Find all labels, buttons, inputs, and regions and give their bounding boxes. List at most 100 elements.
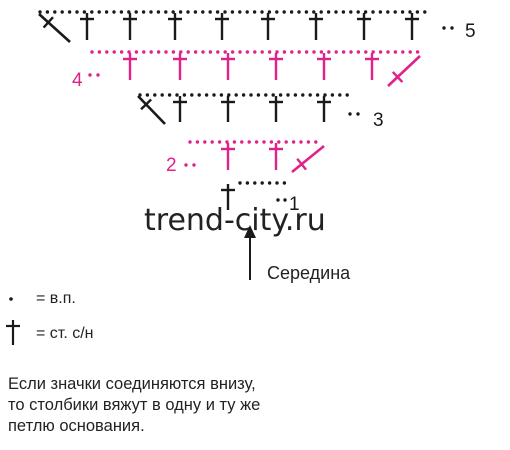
chain-dot <box>223 50 227 54</box>
chain-dot <box>112 10 116 14</box>
chain-dot <box>141 10 146 14</box>
chain-dot <box>297 50 301 54</box>
chain-dot <box>201 10 205 14</box>
chain-dot <box>88 73 92 77</box>
chain-dot <box>334 50 338 54</box>
chain-dot <box>90 10 94 14</box>
chain-dot <box>253 50 257 54</box>
chain-dot <box>175 93 179 97</box>
chain-dot <box>112 50 116 54</box>
chain-dot <box>301 93 305 97</box>
chain-dot <box>323 93 327 97</box>
center-label: Середина <box>267 263 351 283</box>
watermark: trend-city.ru <box>144 203 326 238</box>
double-crochet-icon <box>80 13 94 40</box>
chain-dot <box>378 10 383 14</box>
chain-dot <box>415 10 420 14</box>
chain-dot <box>178 10 183 14</box>
chain-dot <box>423 10 427 14</box>
chain-dot <box>282 181 287 185</box>
chain-dot <box>378 50 383 54</box>
chain-dot <box>349 10 353 14</box>
chain-dot <box>96 73 100 77</box>
chain-dot <box>119 10 124 14</box>
chain-dot <box>271 93 275 97</box>
chain-dot <box>256 93 261 97</box>
chain-dot <box>149 50 153 54</box>
chain-dot <box>97 10 101 14</box>
chain-dot <box>90 50 94 54</box>
row-label-3: 3 <box>373 110 384 131</box>
chain-dot <box>249 93 253 97</box>
chain-dot <box>275 10 279 14</box>
chain-dot <box>308 93 312 97</box>
chain-dot <box>104 10 109 14</box>
chain-dot <box>245 50 250 54</box>
chain-dot <box>264 93 268 97</box>
chain-dot <box>364 50 368 54</box>
chain-dot <box>45 10 50 14</box>
double-crochet-icon <box>221 143 235 170</box>
chain-dot <box>204 93 209 97</box>
chain-dot <box>127 50 131 54</box>
chain-dot <box>232 140 237 144</box>
chain-dot <box>197 93 201 97</box>
chain-dot <box>190 93 194 97</box>
chain-dot <box>319 50 324 54</box>
chain-dot <box>208 50 213 54</box>
chain-dot <box>217 140 222 144</box>
double-crochet-icon <box>269 143 283 170</box>
chain-dot <box>349 50 353 54</box>
chain-dot <box>223 10 227 14</box>
chain-dot <box>142 50 146 54</box>
slanted-double-crochet-icon <box>38 13 71 43</box>
chain-dot <box>184 163 188 167</box>
chain-dot <box>253 181 257 185</box>
chain-dot <box>450 26 454 30</box>
chain-dot <box>267 50 272 54</box>
chain-dot <box>156 10 161 14</box>
chain-dot <box>75 10 79 14</box>
chain-dot <box>60 10 64 14</box>
chain-dot <box>289 10 294 14</box>
chain-dot <box>145 93 150 97</box>
chain-dot <box>219 93 224 97</box>
legend-double-crochet-icon <box>6 320 20 345</box>
chain-dot <box>238 181 242 185</box>
double-crochet-icon <box>173 53 187 80</box>
chain-dot <box>203 140 207 144</box>
chain-dot <box>356 10 360 14</box>
chain-dot <box>299 140 303 144</box>
chain-dot <box>269 140 274 144</box>
double-crochet-icon <box>123 13 137 40</box>
chain-dot <box>356 50 361 54</box>
chain-dot <box>401 50 405 54</box>
chain-stitches <box>38 10 454 202</box>
chain-dot <box>225 140 229 144</box>
legend-dot-icon <box>9 297 13 301</box>
chain-dot <box>241 93 246 97</box>
chain-dot <box>278 93 283 97</box>
chain-dot <box>164 50 168 54</box>
chain-dot <box>195 140 200 144</box>
chain-dot <box>314 140 318 144</box>
chain-dot <box>262 140 266 144</box>
chain-dot <box>400 10 405 14</box>
chain-dot <box>415 50 420 54</box>
chain-dot <box>297 10 301 14</box>
chain-dot <box>212 93 216 97</box>
legend-chain-text: = в.п. <box>36 290 76 307</box>
chain-dot <box>254 140 259 144</box>
chain-dot <box>245 10 249 14</box>
center-arrow-icon <box>244 225 256 280</box>
row-label-2: 2 <box>166 155 177 176</box>
double-crochet-icon <box>405 13 419 40</box>
chain-dot <box>134 50 139 54</box>
chain-dot <box>312 50 316 54</box>
chain-dot <box>283 198 287 202</box>
chain-dot <box>408 10 412 14</box>
chain-dot <box>188 140 192 144</box>
chain-dot <box>386 50 390 54</box>
chain-dot <box>386 10 390 14</box>
